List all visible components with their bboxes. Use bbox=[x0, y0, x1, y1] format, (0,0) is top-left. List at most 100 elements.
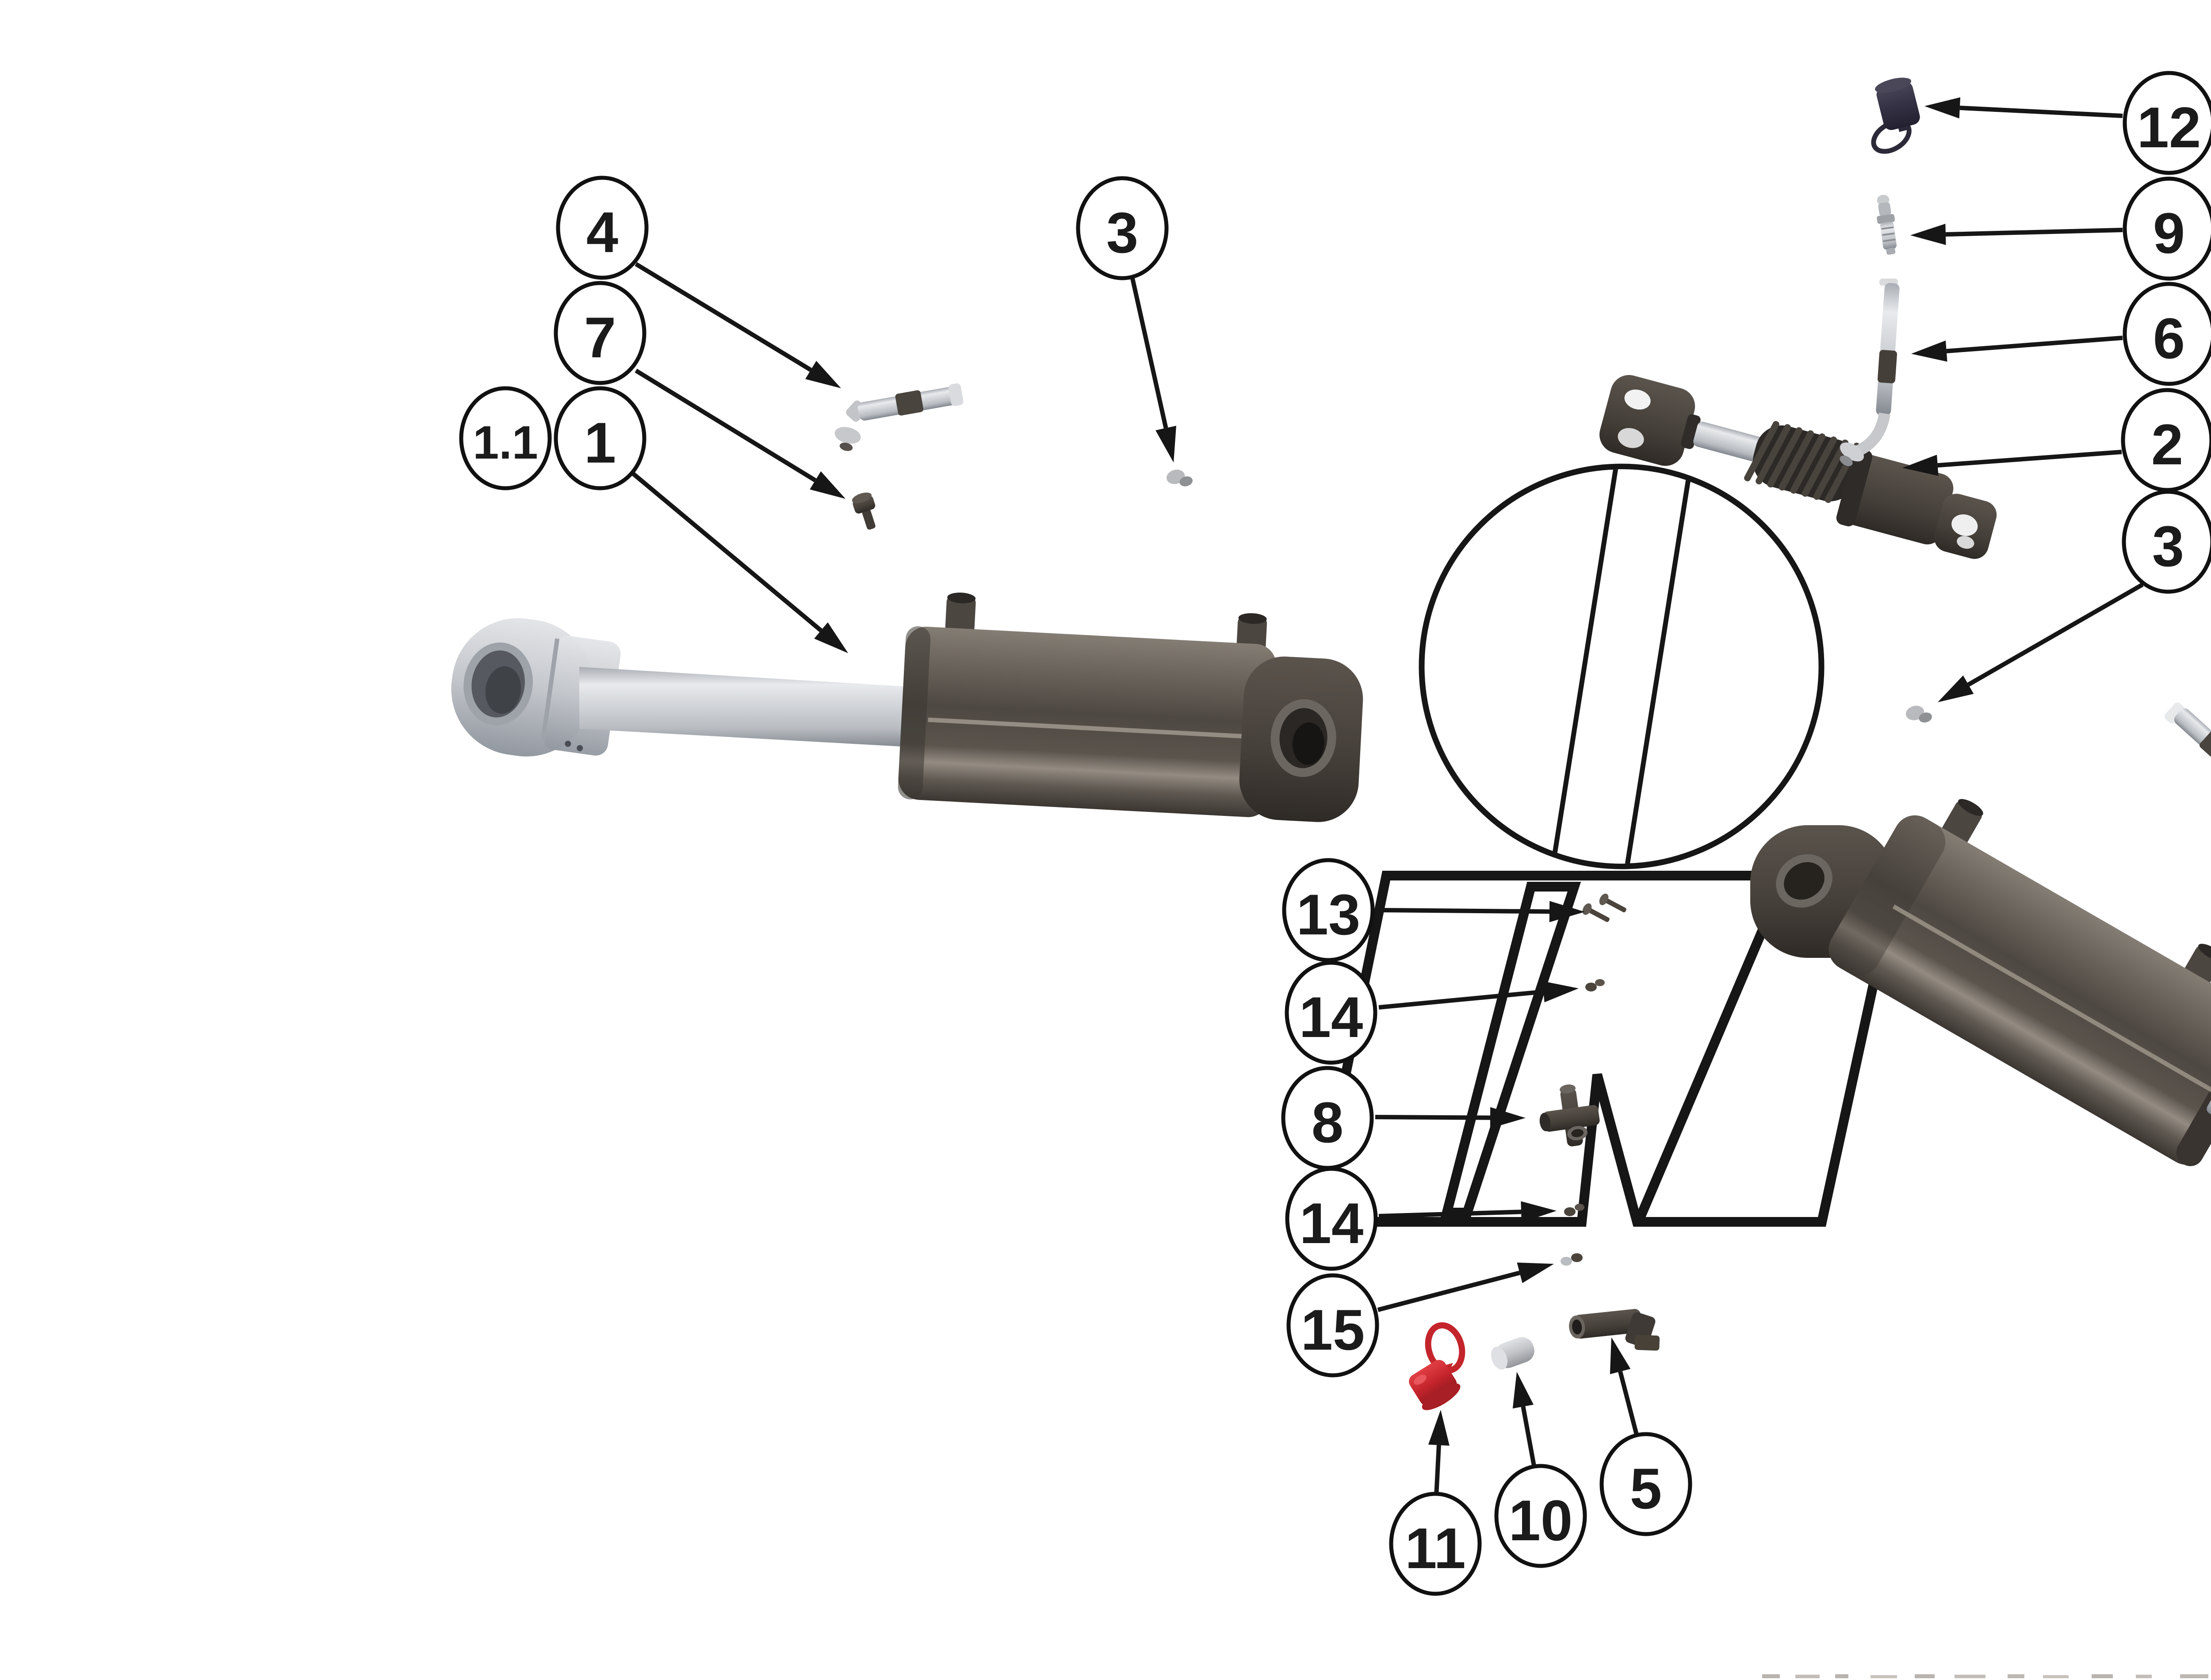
callout-10: 10 bbox=[1494, 1372, 1587, 1568]
callout-arrow bbox=[1945, 228, 2123, 237]
part-14-fitting-upper bbox=[1585, 979, 1605, 991]
callout-number: 4 bbox=[586, 200, 618, 264]
callout-number: 1 bbox=[584, 410, 616, 475]
part-7-bolt-left bbox=[852, 492, 876, 530]
damper-assembly bbox=[1599, 375, 1997, 559]
callout-number: 14 bbox=[1299, 985, 1363, 1049]
callout-arrow bbox=[1521, 1406, 1537, 1469]
bottom-edge-text-fragments bbox=[1762, 1674, 2208, 1678]
part-6-connecting-rod bbox=[1840, 279, 1900, 466]
callout-7: 7 bbox=[554, 281, 845, 499]
callout-arrow bbox=[630, 471, 822, 632]
right-cylinder-body bbox=[1828, 799, 2211, 1167]
callout-12: 12 bbox=[1924, 71, 2211, 175]
callout-arrowhead bbox=[1155, 425, 1176, 463]
callout-arrowhead bbox=[1938, 675, 1974, 702]
part-3-plug-left bbox=[1167, 469, 1193, 486]
callout-circle bbox=[554, 281, 646, 385]
callout-arrowhead bbox=[1521, 1201, 1557, 1223]
callout-arrowhead bbox=[1610, 1337, 1631, 1374]
callout-number: 3 bbox=[2152, 514, 2184, 578]
part-8-cross-fitting bbox=[1539, 1084, 1600, 1147]
callout-circle bbox=[1599, 1432, 1692, 1536]
callout-arrowhead bbox=[1542, 981, 1579, 1003]
part-12-dust-cap bbox=[1871, 77, 1920, 154]
callout-arrowhead bbox=[1911, 341, 1947, 362]
callout-arrow bbox=[1946, 336, 2123, 353]
callout-arrowhead bbox=[1428, 1410, 1450, 1446]
callout-arrow bbox=[1378, 989, 1544, 1010]
callout-1.1: 1.1 bbox=[459, 386, 552, 490]
callout-circle bbox=[556, 176, 649, 280]
callout-arrowhead bbox=[814, 622, 848, 653]
logo-circle bbox=[1419, 463, 1825, 869]
callout-arrow bbox=[1378, 1209, 1522, 1218]
callout-arrow bbox=[1937, 450, 2122, 468]
callout-2: 2 bbox=[1902, 388, 2211, 492]
callout-number: 1.1 bbox=[473, 417, 538, 469]
part-14-fitting-lower bbox=[1564, 1204, 1584, 1216]
callout-3: 3 bbox=[1938, 490, 2211, 702]
part-10-plug bbox=[1491, 1337, 1534, 1370]
part-13-screws bbox=[1582, 893, 1626, 922]
callout-1: 1 bbox=[554, 386, 848, 653]
callout-arrow bbox=[635, 262, 812, 372]
callout-14: 14 bbox=[1285, 961, 1579, 1065]
part-4-banjo-fitting-left bbox=[834, 383, 964, 451]
callout-circle bbox=[459, 386, 552, 490]
callout-14: 14 bbox=[1285, 1167, 1557, 1271]
callout-arrow bbox=[1377, 1271, 1520, 1312]
callout-13: 13 bbox=[1282, 858, 1585, 962]
callout-arrowhead bbox=[1517, 1263, 1554, 1283]
callout-number: 13 bbox=[1297, 882, 1361, 947]
callout-number: 3 bbox=[1106, 200, 1138, 265]
callout-number: 5 bbox=[1630, 1456, 1662, 1521]
callout-arrow bbox=[1130, 276, 1168, 429]
left-cylinder-rod bbox=[579, 667, 933, 748]
callout-number: 11 bbox=[1405, 1516, 1465, 1581]
callout-arrow bbox=[1967, 582, 2144, 687]
part-15-grub-screw bbox=[1561, 1253, 1583, 1266]
callout-circle bbox=[2123, 282, 2211, 386]
callout-circle bbox=[2122, 490, 2211, 594]
callout-number: 7 bbox=[584, 305, 616, 370]
callout-number: 12 bbox=[2137, 95, 2201, 160]
callout-arrow bbox=[1959, 105, 2123, 118]
callout-arrowhead bbox=[1924, 97, 1961, 119]
callout-number: 9 bbox=[2153, 201, 2185, 265]
callout-circle bbox=[1389, 1492, 1482, 1596]
callout-layer: 471.113129622.134711.113148141511105 bbox=[459, 71, 2211, 1596]
callout-arrowhead bbox=[1902, 455, 1939, 476]
callout-arrow bbox=[1434, 1445, 1441, 1497]
callout-5: 5 bbox=[1599, 1337, 1692, 1536]
callout-number: 14 bbox=[1300, 1191, 1364, 1255]
left-cylinder-body bbox=[898, 593, 1363, 822]
callout-circle bbox=[1076, 176, 1169, 280]
callout-arrowhead bbox=[1490, 1107, 1526, 1129]
part-5-elbow-fitting bbox=[1569, 1309, 1660, 1351]
callout-arrow bbox=[1376, 908, 1550, 914]
callout-8: 8 bbox=[1281, 1066, 1526, 1170]
part-9-grease-nipple bbox=[1877, 195, 1897, 255]
callout-number: 10 bbox=[1509, 1488, 1573, 1553]
callout-arrow bbox=[1618, 1371, 1639, 1437]
callout-arrowhead bbox=[810, 471, 845, 499]
callout-9: 9 bbox=[1910, 176, 2211, 281]
callout-number: 8 bbox=[1312, 1090, 1343, 1155]
logo-band bbox=[1545, 440, 1697, 892]
part-4-banjo-fitting-right bbox=[2165, 702, 2211, 786]
callout-arrowhead bbox=[1512, 1372, 1534, 1409]
callout-arrow bbox=[1375, 1115, 1491, 1120]
callout-arrowhead bbox=[805, 361, 841, 388]
callout-circle bbox=[1494, 1464, 1587, 1568]
right-cylinder bbox=[1750, 799, 2211, 1308]
callout-6: 6 bbox=[1911, 282, 2211, 386]
callout-4: 4 bbox=[556, 176, 841, 388]
part-3-plug-right bbox=[1906, 705, 1932, 723]
callout-arrow bbox=[635, 368, 817, 482]
callout-15: 15 bbox=[1286, 1263, 1554, 1378]
callout-circle bbox=[1285, 961, 1377, 1065]
callout-circle bbox=[1286, 1273, 1379, 1378]
callout-circle bbox=[554, 386, 646, 490]
